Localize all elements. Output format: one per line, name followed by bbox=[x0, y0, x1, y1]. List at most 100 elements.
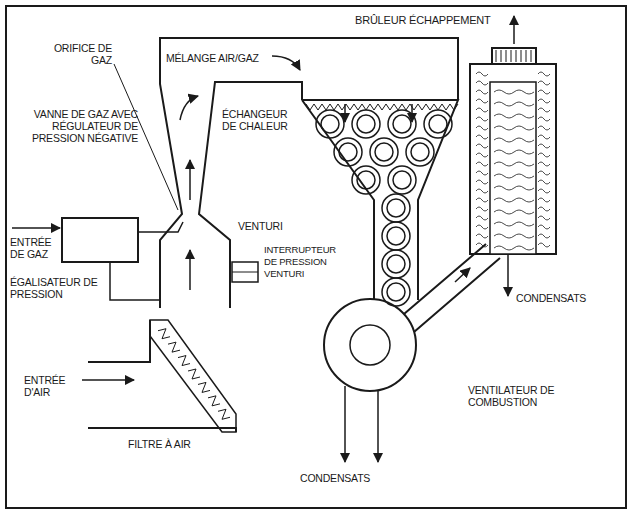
heat-exchanger-casing bbox=[302, 100, 458, 300]
vent-slat bbox=[501, 50, 502, 62]
vent-slat bbox=[521, 50, 522, 62]
air-filter bbox=[150, 320, 236, 432]
part-label: ENTRÉE D'AIR bbox=[24, 374, 80, 398]
insulation bbox=[476, 171, 488, 175]
part-label: CONDENSATS bbox=[300, 472, 390, 484]
filter-pleat bbox=[158, 329, 170, 339]
insulation bbox=[476, 225, 488, 229]
insulation bbox=[476, 72, 488, 76]
tube bbox=[382, 250, 410, 278]
part-label: ENTRÉE DE GAZ bbox=[10, 236, 60, 260]
part-label: MÉLANGE AIR/GAZ bbox=[166, 52, 276, 64]
insulation bbox=[476, 162, 488, 166]
frame bbox=[6, 6, 626, 508]
gas-valve bbox=[62, 218, 138, 262]
insulation bbox=[476, 126, 488, 130]
insulation bbox=[494, 126, 534, 130]
part-label: CONDENSATS bbox=[516, 292, 596, 304]
insulation bbox=[476, 144, 488, 148]
insulation bbox=[476, 198, 488, 202]
part-label: ORIFICE DE GAZ bbox=[36, 42, 112, 66]
insulation bbox=[494, 234, 534, 238]
vent-slat bbox=[496, 50, 497, 62]
vent-slat bbox=[511, 50, 512, 62]
part-label: INTERRUPTEUR DE PRESSION VENTURI bbox=[264, 244, 348, 280]
insulation bbox=[476, 216, 488, 220]
tube bbox=[352, 110, 380, 138]
tube-inner bbox=[357, 115, 375, 133]
burner-flames bbox=[306, 104, 458, 110]
tube bbox=[334, 138, 362, 166]
insulation bbox=[476, 243, 488, 247]
part-label: VENTURI bbox=[238, 220, 298, 232]
filter-pleat bbox=[168, 342, 180, 352]
insulation bbox=[538, 126, 550, 130]
tube bbox=[388, 110, 416, 138]
part-label: VENTILATEUR DE COMBUSTION bbox=[468, 384, 578, 408]
filter-pleat bbox=[208, 396, 220, 406]
vent-slat bbox=[526, 50, 527, 62]
exhaust-box bbox=[470, 64, 556, 254]
insulation bbox=[476, 108, 488, 112]
insulation bbox=[538, 207, 550, 211]
tube-inner bbox=[339, 143, 357, 161]
tube bbox=[382, 222, 410, 250]
filter-pleat bbox=[188, 369, 200, 379]
insulation bbox=[494, 198, 534, 202]
vent-slat bbox=[506, 50, 507, 62]
insulation bbox=[538, 153, 550, 157]
exhaust-vent bbox=[492, 48, 536, 64]
tube bbox=[370, 138, 398, 166]
filter-pleat bbox=[198, 382, 210, 392]
insulation bbox=[476, 90, 488, 94]
tube bbox=[352, 166, 380, 194]
vent-slat bbox=[516, 50, 517, 62]
tube-inner bbox=[387, 199, 405, 217]
insulation bbox=[538, 117, 550, 121]
heat-exchanger-tubes bbox=[316, 110, 452, 306]
tube bbox=[316, 110, 344, 138]
vent-slat bbox=[531, 50, 532, 62]
insulation bbox=[476, 180, 488, 184]
insulation bbox=[538, 144, 550, 148]
insulation bbox=[538, 189, 550, 193]
part-label: FILTRE À AIR bbox=[128, 438, 228, 450]
burner-label: BRÛLEUR ÉCHAPPEMENT bbox=[355, 14, 505, 26]
insulation bbox=[494, 246, 534, 250]
tube-inner bbox=[357, 171, 375, 189]
tube-inner bbox=[411, 143, 429, 161]
part-label: ÉCHANGEUR DE CHALEUR bbox=[222, 108, 298, 132]
insulation bbox=[494, 162, 534, 166]
insulation bbox=[494, 114, 534, 118]
insulation bbox=[538, 225, 550, 229]
insulation bbox=[494, 102, 534, 106]
insulation bbox=[538, 81, 550, 85]
insulation bbox=[494, 222, 534, 226]
insulation bbox=[476, 117, 488, 121]
insulation bbox=[476, 81, 488, 85]
insulation bbox=[494, 150, 534, 154]
tube-inner bbox=[393, 171, 411, 189]
insulation bbox=[538, 243, 550, 247]
tube-inner bbox=[375, 143, 393, 161]
insulation bbox=[476, 207, 488, 211]
insulation bbox=[494, 210, 534, 214]
insulation bbox=[538, 135, 550, 139]
pressure-equalizer-line bbox=[110, 262, 160, 300]
filter-pleat bbox=[218, 409, 230, 419]
combustion-blower bbox=[324, 299, 416, 391]
part-label: ÉGALISATEUR DE PRESSION bbox=[10, 276, 106, 300]
tube-inner bbox=[393, 115, 411, 133]
tube-inner bbox=[387, 227, 405, 245]
insulation bbox=[538, 108, 550, 112]
insulation bbox=[538, 216, 550, 220]
part-label: VANNE DE GAZ AVEC RÉGULATEUR DE PRESSION… bbox=[14, 108, 138, 144]
insulation bbox=[538, 99, 550, 103]
pressure-switch bbox=[232, 262, 258, 282]
venturi-left-wall bbox=[160, 38, 458, 308]
tube-inner bbox=[387, 283, 405, 301]
insulation bbox=[476, 153, 488, 157]
insulation bbox=[538, 198, 550, 202]
insulation bbox=[494, 90, 534, 94]
